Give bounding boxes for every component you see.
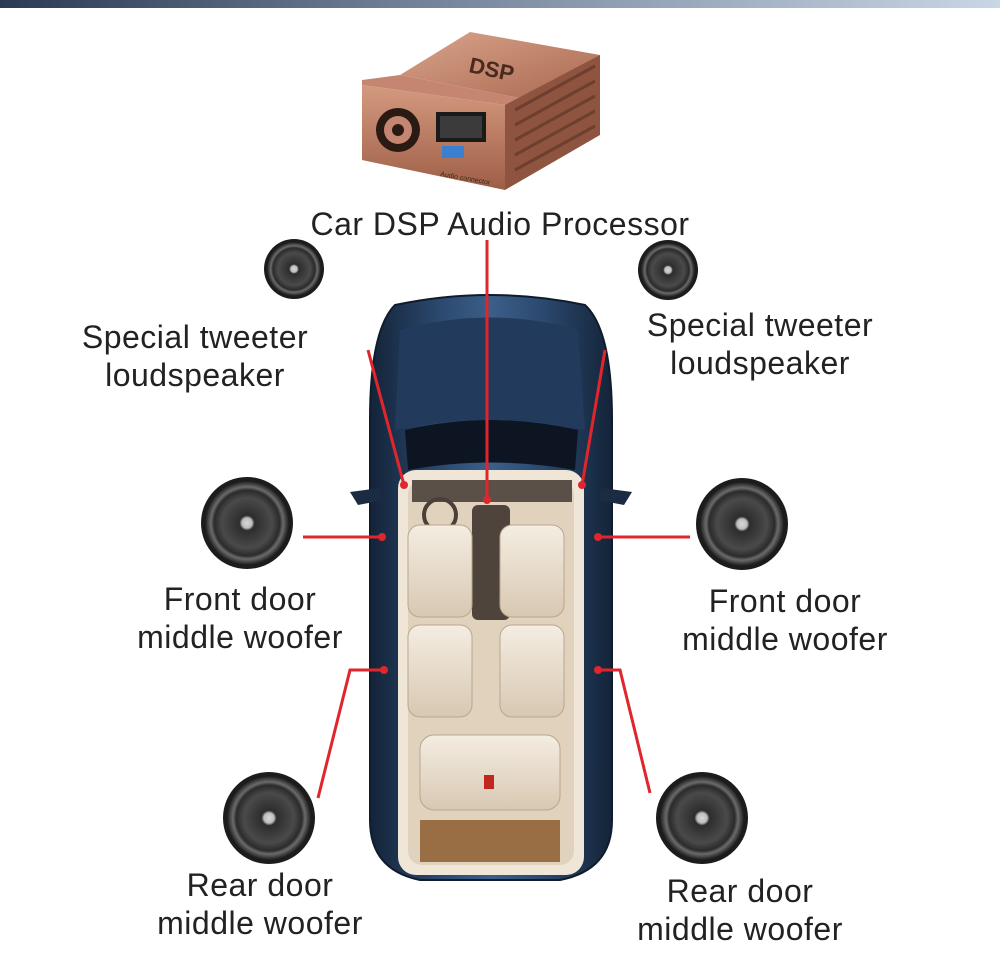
speaker-front-right	[696, 478, 788, 570]
leader-processor-dot	[483, 496, 491, 504]
leader-tweeter-right	[580, 349, 607, 486]
label-line: middle woofer	[157, 905, 363, 941]
label-line: Special tweeter	[81, 319, 309, 355]
label-line: middle woofer	[137, 619, 343, 655]
speaker-rear-right	[656, 772, 748, 864]
leader-rear-left	[316, 668, 384, 799]
speaker-front-left	[201, 477, 293, 569]
label-line: Front door	[708, 583, 862, 619]
label-rear-left: Rear door middle woofer	[125, 866, 395, 942]
label-processor: Car DSP Audio Processor	[290, 205, 710, 243]
top-decor-bar	[0, 0, 1000, 8]
label-tweeter-right: Special tweeter loudspeaker	[615, 306, 905, 382]
label-front-left: Front door middle woofer	[105, 580, 375, 656]
dsp-processor-device: DSP Audio connector	[362, 32, 600, 190]
label-front-right: Front door middle woofer	[650, 582, 920, 658]
label-line: loudspeaker	[105, 357, 285, 393]
label-line: Rear door	[186, 867, 334, 903]
label-line: Front door	[163, 581, 317, 617]
leader-tweeter-left	[366, 349, 406, 486]
label-line: loudspeaker	[670, 345, 850, 381]
speaker-tweeter-right	[638, 240, 698, 300]
label-rear-right: Rear door middle woofer	[605, 872, 875, 948]
leader-lines	[303, 240, 690, 799]
speaker-tweeter-left	[264, 239, 324, 299]
label-processor-text: Car DSP Audio Processor	[310, 206, 690, 242]
leader-rear-right	[598, 668, 652, 794]
label-line: Special tweeter	[646, 307, 874, 343]
label-line: middle woofer	[637, 911, 843, 947]
speaker-rear-left	[223, 772, 315, 864]
label-line: Rear door	[666, 873, 814, 909]
label-tweeter-left: Special tweeter loudspeaker	[50, 318, 340, 394]
label-line: middle woofer	[682, 621, 888, 657]
car-topview	[350, 294, 632, 881]
